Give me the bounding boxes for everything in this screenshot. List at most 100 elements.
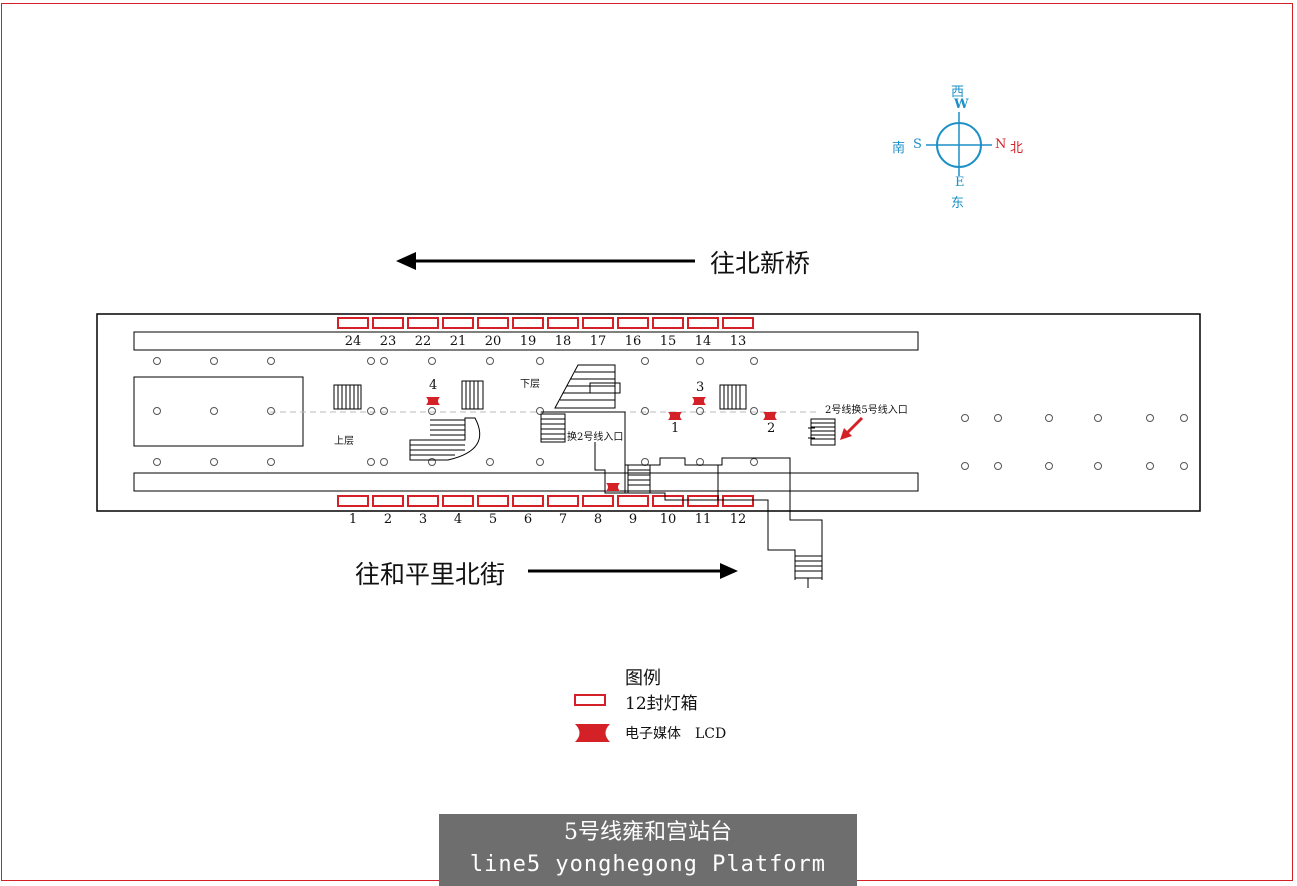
pillar (1045, 462, 1053, 470)
lcd-number-label: 2 (767, 421, 776, 436)
lightbox-number-top: 15 (659, 334, 677, 349)
pillar (994, 462, 1002, 470)
pillar (750, 357, 758, 365)
lightbox (512, 317, 544, 329)
lightbox (547, 495, 579, 507)
pillar (428, 357, 436, 365)
lightbox (337, 317, 369, 329)
lcd-number-label: 4 (429, 378, 438, 393)
pillar (641, 407, 649, 415)
lightbox (442, 317, 474, 329)
lightbox (582, 317, 614, 329)
title-cn: 5号线雍和宫站台 (564, 820, 732, 845)
compass-south-cn: 南 (892, 141, 906, 156)
legend-title: 图例 (625, 668, 661, 689)
lcd-screen-icon (426, 397, 440, 405)
track-bottom (133, 472, 919, 492)
lightbox (652, 495, 684, 507)
legend-lcd-icon (575, 724, 610, 742)
lightbox-number-bottom: 8 (593, 512, 603, 527)
upper-level-label: 上层 (334, 436, 354, 447)
lightbox-number-top: 20 (484, 334, 502, 349)
pillar (696, 357, 704, 365)
compass-east-en: E (955, 175, 965, 190)
lightbox-number-top: 14 (694, 334, 712, 349)
pillar (994, 414, 1002, 422)
lightbox (687, 495, 719, 507)
compass-north-cn: 北 (1010, 141, 1024, 156)
staircase-icon (554, 364, 621, 409)
lightbox (617, 495, 649, 507)
pillar (641, 458, 649, 466)
pillar (961, 414, 969, 422)
lightbox-number-bottom: 12 (729, 512, 747, 527)
pillar (267, 357, 275, 365)
lower-level-label: 下层 (520, 379, 540, 390)
lightbox-number-bottom: 7 (558, 512, 568, 527)
lcd-screen-icon (692, 397, 706, 405)
transfer-to-line2-label: 换2号线入口 (567, 432, 624, 443)
title-en: line5 yonghegong Platform (469, 852, 827, 877)
pillar (428, 458, 436, 466)
pillar (153, 458, 161, 466)
lightbox-number-bottom: 3 (418, 512, 428, 527)
lightbox (407, 317, 439, 329)
lightbox-number-bottom: 6 (523, 512, 533, 527)
pillar (367, 357, 375, 365)
arrow-icon (808, 427, 815, 439)
pillar (210, 407, 218, 415)
northbound-arrow-icon (396, 252, 695, 270)
pillar (1146, 414, 1154, 422)
lightbox-number-top: 17 (589, 334, 607, 349)
pillar (367, 407, 375, 415)
pillar (750, 458, 758, 466)
lightbox-row-top (337, 317, 754, 329)
lightbox (687, 317, 719, 329)
lightbox-number-bottom: 10 (659, 512, 677, 527)
lightbox-number-top: 22 (414, 334, 432, 349)
pillar (536, 407, 544, 415)
lightbox (722, 317, 754, 329)
lightbox-row-bottom (337, 495, 754, 507)
pillar (210, 357, 218, 365)
legend-lightbox-label: 12封灯箱 (625, 694, 698, 714)
transfer-from-line2-label: 2号线换5号线入口 (825, 405, 908, 416)
pillar (380, 458, 388, 466)
pillar (367, 458, 375, 466)
pillar (1146, 462, 1154, 470)
lightbox (722, 495, 754, 507)
legend-lightbox-icon (574, 694, 606, 706)
northbound-direction-label: 往北新桥 (710, 249, 811, 278)
lcd-number-label: 1 (671, 421, 680, 436)
pillar (641, 357, 649, 365)
pillar (961, 462, 969, 470)
compass-west-cn: 西 (951, 85, 965, 100)
lcd-number-label: 3 (696, 380, 705, 395)
pillar (210, 458, 218, 466)
lightbox-number-top: 21 (449, 334, 467, 349)
pillar (1180, 414, 1188, 422)
lightbox-number-top: 13 (729, 334, 747, 349)
pillar (380, 357, 388, 365)
lightbox (407, 495, 439, 507)
southbound-direction-label: 往和平里北街 (355, 560, 506, 589)
pillar (1094, 414, 1102, 422)
pillar (536, 357, 544, 365)
lightbox-number-bottom: 11 (694, 512, 712, 527)
compass-icon (926, 112, 992, 176)
pillar (1045, 414, 1053, 422)
pillar (486, 357, 494, 365)
pillar (696, 458, 704, 466)
lightbox (512, 495, 544, 507)
pillar (1180, 462, 1188, 470)
escalator-icon (333, 380, 836, 446)
pillar (267, 407, 275, 415)
pillar (153, 407, 161, 415)
lightbox-number-top: 18 (554, 334, 572, 349)
lightbox (337, 495, 369, 507)
lightbox (477, 495, 509, 507)
lightbox-number-top: 23 (379, 334, 397, 349)
pillar (536, 458, 544, 466)
entrance-arrow-icon (840, 416, 864, 440)
southbound-arrow-icon (528, 563, 738, 579)
